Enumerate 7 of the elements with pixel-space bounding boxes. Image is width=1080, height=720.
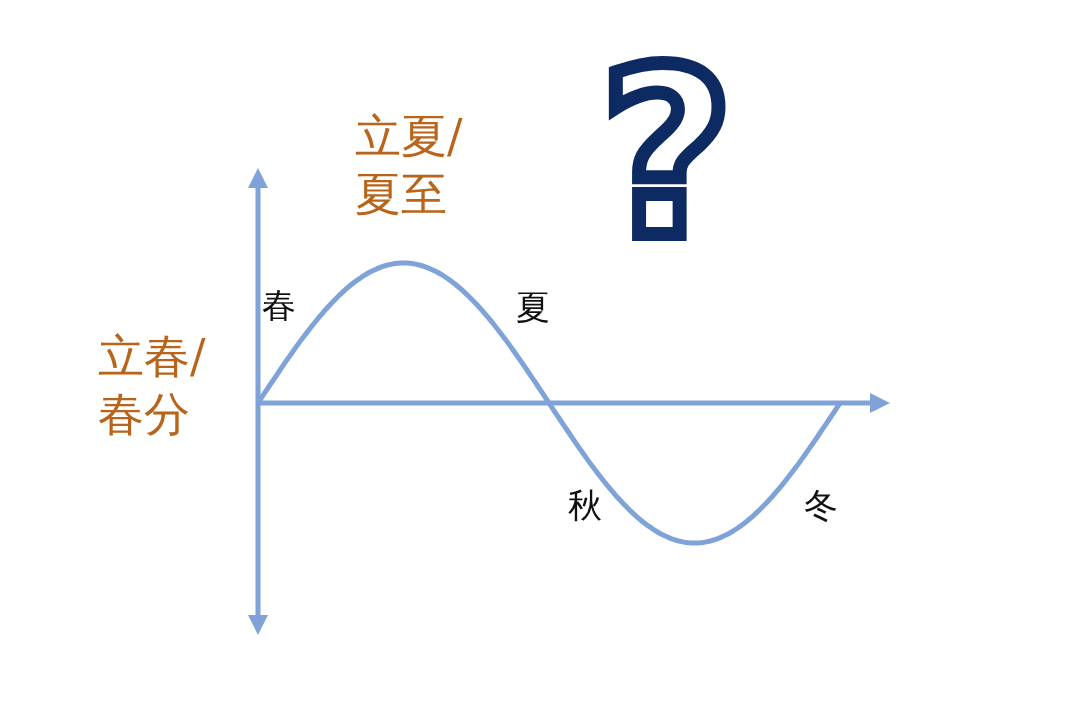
season-label: 冬 [804, 484, 838, 527]
season-label: 夏 [516, 286, 550, 329]
question-mark: ? [600, 40, 734, 270]
season-term-label: 立夏/夏至 [355, 108, 464, 223]
season-label: 秋 [568, 484, 602, 527]
season-label: 春 [262, 284, 296, 327]
season-term-label: 立春/春分 [98, 328, 207, 443]
